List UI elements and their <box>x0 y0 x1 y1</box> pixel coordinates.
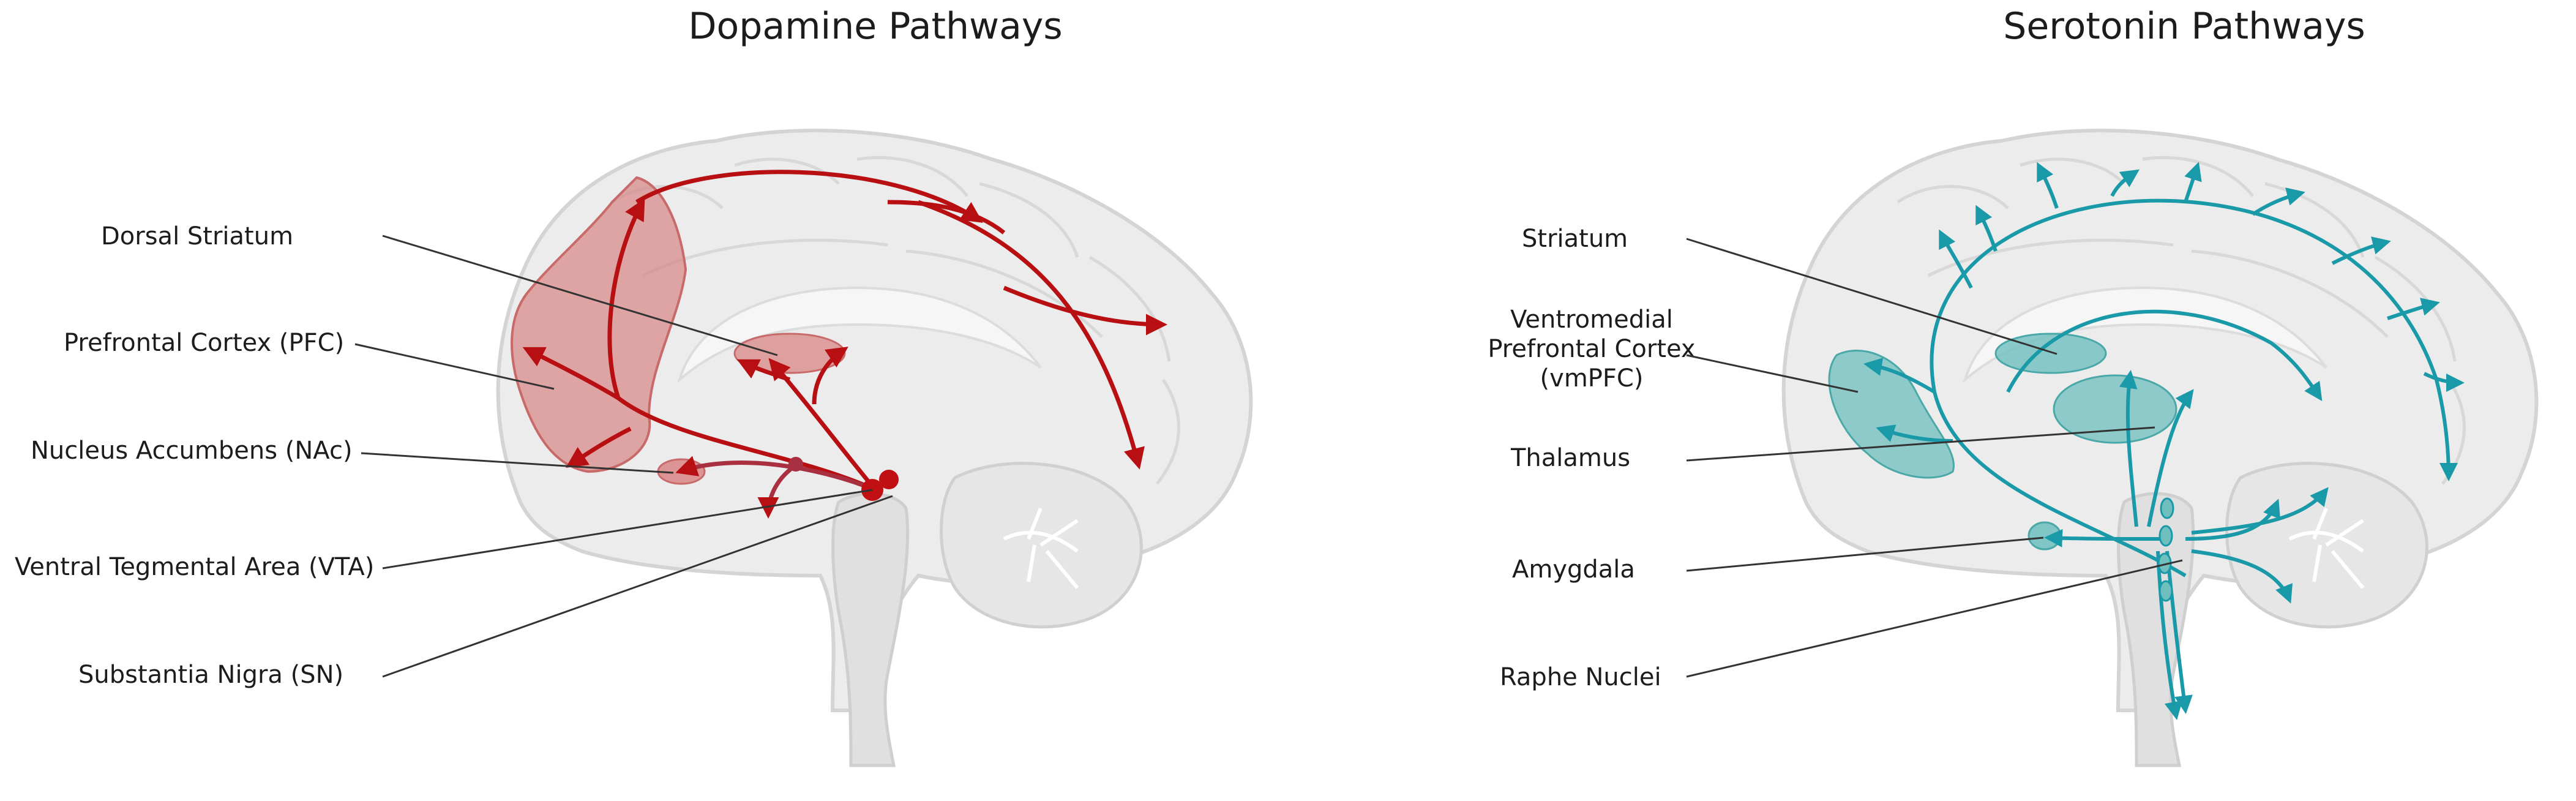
dopamine-cortical-arc-branch <box>887 200 1006 235</box>
serotonin-vmpfc-branch-2 <box>1876 424 1953 443</box>
label-vmpfc-line2: Prefrontal Cortex <box>1488 335 1696 363</box>
leader-sn <box>382 495 893 678</box>
raphe-node-1 <box>2160 497 2174 519</box>
label-vmpfc-line3: (vmPFC) <box>1540 364 1644 393</box>
dopamine-cortical-long <box>917 200 1145 470</box>
leader-striatum <box>1686 238 2057 355</box>
label-sn: Substantia Nigra (SN) <box>78 661 344 689</box>
dopamine-corpus-callosum <box>677 286 1042 383</box>
label-vmpfc: Ventromedial Prefrontal Cortex (vmPFC) <box>1457 305 1726 393</box>
serotonin-vmpfc-branch-1 <box>1863 358 1936 394</box>
serotonin-arbor-vitae <box>2288 507 2365 589</box>
dopamine-brain <box>354 129 1253 767</box>
label-raphe: Raphe Nuclei <box>1500 663 1661 691</box>
serotonin-brain <box>1686 129 2539 767</box>
serotonin-vmpfc-region <box>1828 350 1955 479</box>
serotonin-amygdala-region <box>2027 521 2062 551</box>
serotonin-branch-8 <box>2387 298 2440 320</box>
leader-raphe <box>1686 559 2183 678</box>
serotonin-branch-5 <box>2184 162 2202 203</box>
dopamine-cortical-mid <box>1003 285 1167 336</box>
serotonin-branch-1 <box>1939 229 1973 289</box>
serotonin-striatum-branch <box>2119 370 2138 527</box>
leader-dorsal-striatum <box>382 235 778 356</box>
dopamine-cortical-arc <box>635 170 983 223</box>
serotonin-cerebellar-branch-1 <box>2185 498 2280 541</box>
raphe-node-2 <box>2159 525 2173 547</box>
label-amygdala: Amygdala <box>1512 555 1635 584</box>
label-dorsal-striatum: Dorsal Striatum <box>101 222 294 250</box>
dopamine-pathways <box>522 170 1167 519</box>
leader-nac <box>361 452 674 474</box>
serotonin-cerebellar-branch-3 <box>2191 487 2329 535</box>
dopamine-striatal-branch-2 <box>736 359 791 382</box>
label-vmpfc-line1: Ventromedial <box>1510 306 1673 334</box>
serotonin-branch-6 <box>2252 187 2305 216</box>
label-thalamus: Thalamus <box>1511 444 1631 472</box>
serotonin-branch-2 <box>1975 205 1998 252</box>
serotonin-spinal-1 <box>2165 551 2193 714</box>
serotonin-title: Serotonin Pathways <box>2003 5 2365 48</box>
serotonin-thalamus-branch <box>2147 389 2194 527</box>
label-nac: Nucleus Accumbens (NAc) <box>31 437 353 465</box>
dopamine-pfc-branch-1 <box>522 347 620 401</box>
raphe-node-4 <box>2159 580 2173 602</box>
serotonin-branch-3 <box>2037 162 2059 209</box>
serotonin-raphe-nuclei <box>2157 497 2174 602</box>
dopamine-title: Dopamine Pathways <box>688 5 1063 48</box>
label-vta: Ventral Tegmental Area (VTA) <box>15 553 375 581</box>
label-striatum: Striatum <box>1522 225 1628 253</box>
label-pfc: Prefrontal Cortex (PFC) <box>64 329 345 357</box>
leader-pfc <box>354 343 555 390</box>
serotonin-corpus-callosum <box>1963 286 2327 383</box>
dopamine-leader-lines <box>354 235 893 678</box>
leader-vta <box>382 489 873 570</box>
serotonin-pathways <box>1863 162 2465 720</box>
serotonin-leader-lines <box>1686 238 2183 678</box>
dopamine-hypothalamic-node <box>788 457 803 472</box>
leader-vmpfc <box>1686 354 1859 393</box>
dopamine-pfc-region <box>511 176 687 473</box>
serotonin-spinal-2 <box>2156 551 2183 720</box>
serotonin-brainstem <box>2117 492 2195 767</box>
leader-amygdala <box>1686 536 2044 572</box>
serotonin-branch-4 <box>2110 169 2140 197</box>
serotonin-branch-7 <box>2331 236 2391 265</box>
serotonin-branch-9 <box>2423 372 2465 392</box>
dopamine-sn-node <box>879 470 899 489</box>
leader-thalamus <box>1686 426 2155 462</box>
dopamine-arbor-vitae <box>1003 507 1079 589</box>
dopamine-brainstem <box>831 492 910 767</box>
serotonin-amygdala-branch <box>2044 528 2162 547</box>
dopamine-pfc-branch-2 <box>566 426 632 468</box>
dopamine-striatal-branch-1 <box>812 347 848 405</box>
serotonin-cerebellar-branch-2 <box>2191 549 2293 604</box>
dopamine-mesolimbic-path <box>675 456 877 492</box>
serotonin-inner-arc <box>2006 309 2323 401</box>
